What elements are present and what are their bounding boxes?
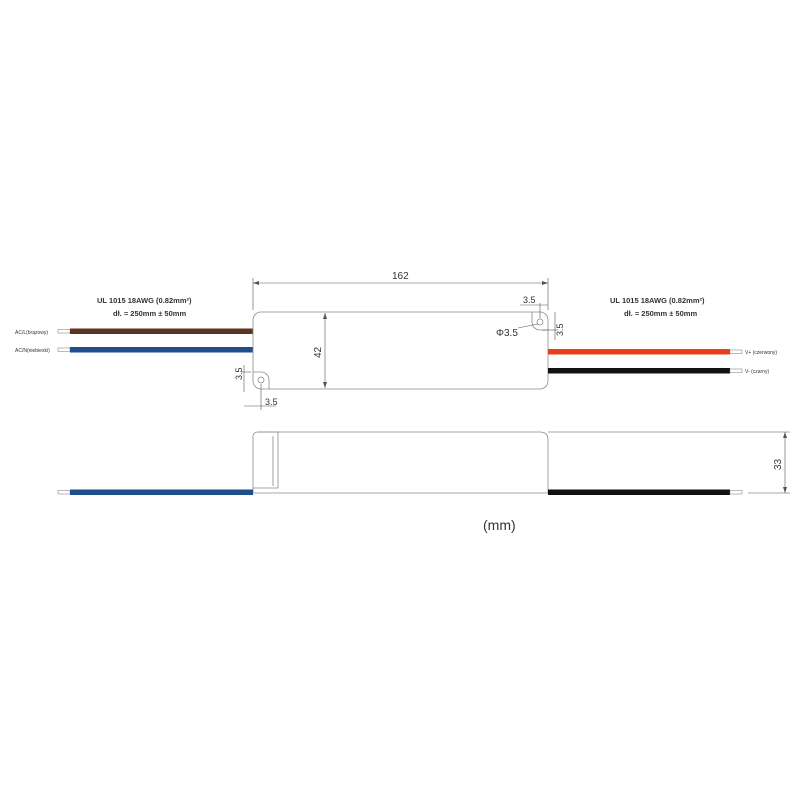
hole-offset-x-bottom-label: 3.5 (265, 397, 278, 407)
output-cable-spec-line1: UL 1015 18AWG (0.82mm²) (610, 296, 705, 305)
hole-offset-y-bottom-label: 3.5 (234, 367, 244, 380)
wire-label-v-plus: V+ (czerwony) (745, 350, 777, 356)
side-wire-tip-black (729, 490, 743, 495)
cable-gland-outline (253, 431, 279, 489)
output-cable-spec-line2: dł. = 250mm ± 50mm (624, 309, 697, 318)
input-cable-spec-line1: UL 1015 18AWG (0.82mm²) (97, 296, 192, 305)
side-wire-tip-blue (57, 490, 71, 495)
wire-label-ac-l: AC/L(brązowy) (15, 330, 48, 336)
hole-diameter-label: Φ3.5 (496, 328, 518, 339)
height-dimension-label: 42 (313, 346, 324, 358)
side-height-dimension-label: 33 (773, 458, 784, 470)
mounting-hole-top-right (536, 318, 544, 326)
wire-v-plus (548, 349, 730, 355)
side-wire-blue (70, 489, 253, 495)
hole-offset-x-top-label: 3.5 (523, 295, 536, 305)
side-view: 33 (57, 431, 790, 495)
wire-ac-n (70, 347, 253, 353)
hole-dimension-bottom-left: 3.5 3.5 (234, 365, 278, 410)
mounting-notch-bottom-left (253, 371, 270, 389)
input-cable-spec-line2: dł. = 250mm ± 50mm (113, 309, 186, 318)
hole-dimension-top-right: 3.5 3.5 Φ3.5 (496, 295, 565, 340)
units-label: (mm) (483, 517, 516, 533)
width-dimension-label: 162 (392, 271, 409, 282)
wire-label-v-minus: V- (czarny) (745, 369, 770, 375)
wire-tip-ac-n (57, 347, 71, 352)
wire-tip-v-minus (729, 368, 743, 373)
mounting-hole-bottom-left (257, 376, 265, 384)
side-wire-black (548, 489, 730, 495)
width-dimension: 162 (252, 271, 549, 310)
height-dimension: 42 (313, 313, 327, 388)
wire-ac-l (70, 328, 253, 334)
hole-offset-y-top-label: 3.5 (555, 323, 565, 336)
wire-v-minus (548, 368, 730, 374)
wire-label-ac-n: AC/N(niebieski) (15, 348, 50, 354)
output-cable: UL 1015 18AWG (0.82mm²) dł. = 250mm ± 50… (548, 296, 777, 375)
housing-top-outline (252, 311, 549, 390)
mounting-notch-top-right (531, 312, 548, 331)
wire-tip-ac-l (57, 329, 71, 334)
top-view: UL 1015 18AWG (0.82mm²) dł. = 250mm ± 50… (15, 271, 777, 410)
side-height-dimension: 33 (548, 431, 790, 494)
wire-tip-v-plus (729, 349, 743, 354)
input-cable: UL 1015 18AWG (0.82mm²) dł. = 250mm ± 50… (15, 296, 253, 354)
housing-side-outline (252, 431, 549, 493)
